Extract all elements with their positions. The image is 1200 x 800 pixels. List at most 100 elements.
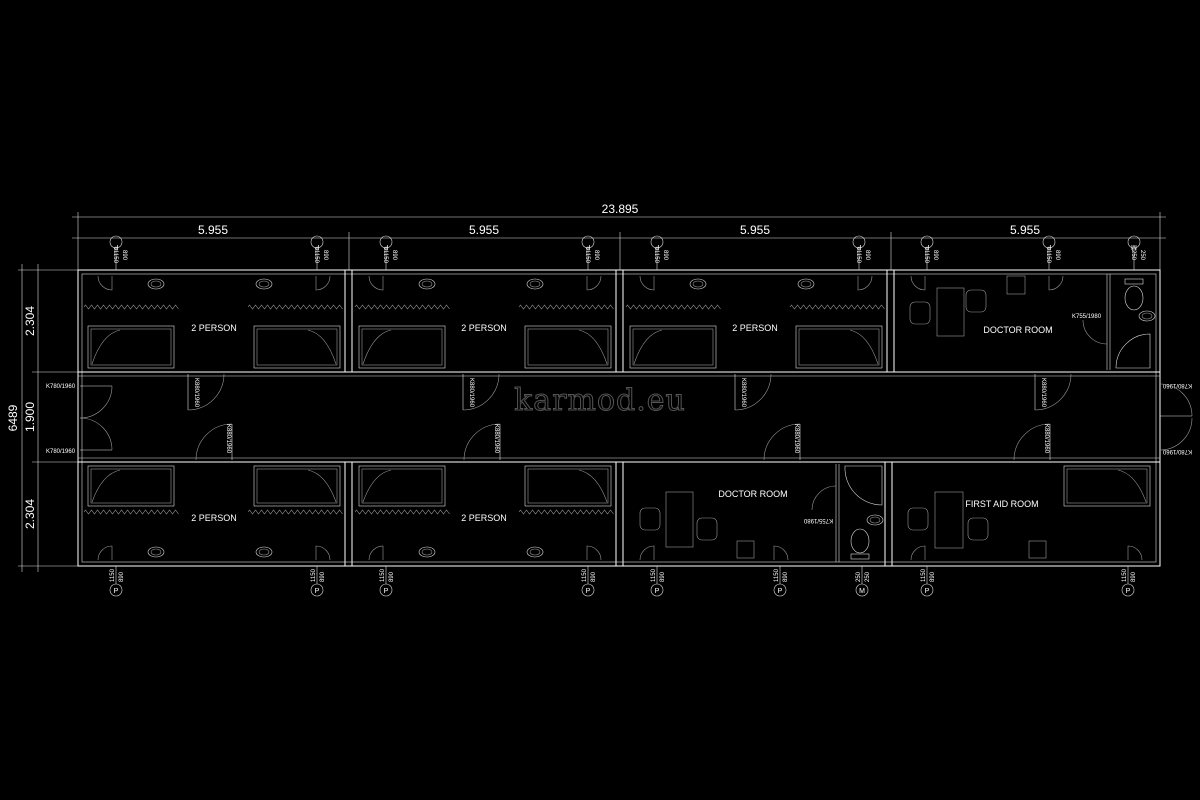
sink-bowl: [1141, 312, 1153, 320]
window-marker-tag: P: [778, 588, 783, 595]
window-height-label: 1150: [774, 568, 780, 582]
window-height-label: 1150: [921, 568, 927, 582]
window-marker-tag: M: [1131, 243, 1137, 250]
room-label: 2 PERSON: [732, 323, 778, 333]
room-door-swing: [1034, 373, 1072, 411]
window-marker-tag: P: [315, 588, 320, 595]
window-height-label: 1150: [923, 250, 929, 264]
window-marker-circle: [920, 235, 934, 249]
window-sash: [910, 275, 926, 291]
bed-cover: [91, 469, 121, 503]
window-height-label: 1150: [651, 568, 657, 582]
window-marker-circle: [581, 583, 595, 597]
bed-mattress: [90, 468, 172, 504]
entrance-door-left-swing: [79, 385, 113, 419]
window-width-label: 890: [1131, 571, 1137, 582]
door-label: K755/1980: [803, 517, 833, 523]
wardrobe-line: [354, 509, 450, 515]
bed-cover: [578, 469, 608, 503]
window-marker-circle: [109, 235, 123, 249]
bed: [1063, 465, 1151, 507]
window-height-label: 250: [856, 571, 862, 582]
window-sash: [857, 275, 873, 291]
window-width-label: 890: [864, 250, 870, 261]
room-door-swing: [187, 373, 225, 411]
chair: [696, 517, 718, 541]
window-sash: [315, 275, 331, 291]
door-label: K880/1960: [468, 378, 474, 408]
bed-mattress: [527, 328, 609, 366]
sink-bowl: [258, 548, 270, 556]
bed-mattress: [256, 468, 338, 504]
window-marker-circle: [852, 235, 866, 249]
bed-mattress: [798, 328, 880, 366]
window-width-label: 890: [660, 571, 666, 582]
window-marker-tag: P: [113, 243, 118, 250]
bed-cover: [362, 469, 392, 503]
chair: [967, 517, 989, 541]
window-marker-tag: P: [585, 243, 590, 250]
sink-icon: [526, 546, 544, 558]
window-marker-tag: P: [384, 588, 389, 595]
bed-mattress: [1066, 468, 1148, 504]
window-height-label: 1150: [110, 568, 116, 582]
room-label: DOCTOR ROOM: [983, 325, 1052, 335]
window-marker-tag: P: [925, 588, 930, 595]
window-marker-circle: [855, 583, 869, 597]
bed: [524, 325, 612, 369]
window-height-label: 1150: [1045, 250, 1051, 264]
bed-cover: [578, 329, 608, 365]
wardrobe-line: [518, 304, 614, 310]
cabinet: [1028, 540, 1047, 559]
sink-bowl: [421, 548, 433, 556]
sink-icon: [147, 546, 165, 558]
window-marker-circle: [650, 235, 664, 249]
window-height-label: 1150: [112, 250, 118, 264]
bed-cover: [633, 329, 663, 365]
module-width-label: 5.955: [740, 223, 770, 237]
window-width-label: 890: [322, 250, 328, 261]
window-width-label: 890: [593, 250, 599, 261]
sink-icon: [418, 546, 436, 558]
door-label: K880/1960: [493, 424, 499, 454]
bed: [358, 325, 446, 369]
window-height-label: 1150: [313, 250, 319, 264]
sink-bowl: [150, 548, 162, 556]
sink-icon: [797, 278, 815, 290]
window-marker-tag: P: [314, 243, 319, 250]
sink-icon: [255, 546, 273, 558]
bed: [253, 465, 341, 507]
window-sash: [1048, 275, 1064, 291]
module-width-label: 5.955: [469, 223, 499, 237]
window-sash: [1127, 545, 1143, 561]
wardrobe-line: [625, 304, 721, 310]
cabinet: [736, 540, 755, 559]
sink-icon: [689, 278, 707, 290]
door-label: K880/1960: [740, 378, 746, 408]
window-sash: [639, 275, 655, 291]
room-label: 2 PERSON: [191, 513, 237, 523]
window-marker-circle: [1127, 235, 1141, 249]
bed-mattress: [632, 328, 714, 366]
window-marker-circle: [773, 583, 787, 597]
window-marker-tag: P: [654, 243, 659, 250]
door-label: K880/1960: [193, 378, 199, 408]
window-marker-circle: [379, 583, 393, 597]
window-marker-circle: [581, 235, 595, 249]
window-height-label: 1150: [582, 568, 588, 582]
window-height-label: 1150: [382, 250, 388, 264]
window-marker-tag: P: [383, 243, 388, 250]
window-width-label: 890: [783, 571, 789, 582]
door-label: K880/1960: [1043, 424, 1049, 454]
bed-mattress: [361, 468, 443, 504]
toilet-icon: [1124, 285, 1144, 311]
door-label: K880/1960: [1040, 378, 1046, 408]
bed-mattress: [361, 328, 443, 366]
bed: [87, 325, 175, 369]
window-width-label: 890: [119, 571, 125, 582]
sink-icon: [1138, 310, 1156, 322]
room-door-swing: [463, 423, 501, 461]
window-sash: [368, 545, 384, 561]
desk: [936, 287, 965, 337]
window-sash: [586, 545, 602, 561]
